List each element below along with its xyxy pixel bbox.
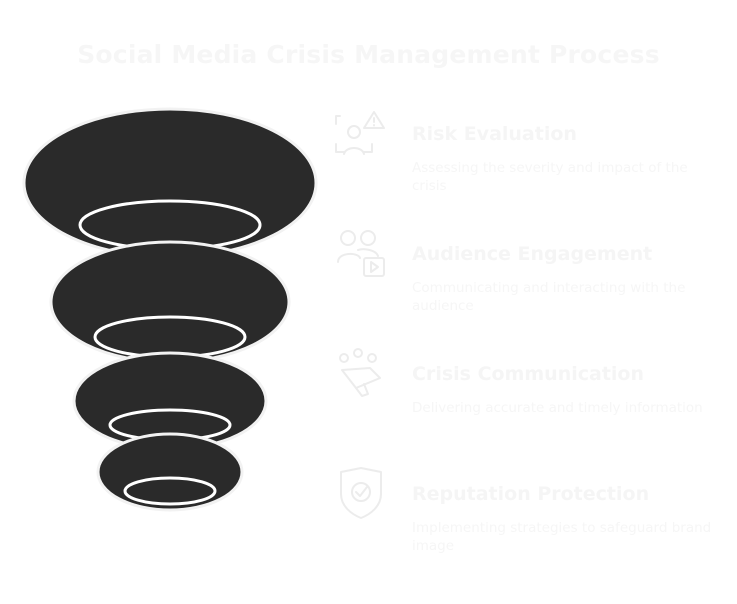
step-1-description: Assessing the severity and impact of the… <box>412 160 688 194</box>
step-1-title: Risk Evaluation <box>412 123 577 145</box>
step-4-description: Implementing strategies to safeguard bra… <box>412 520 712 554</box>
funnel-layer-1 <box>22 107 318 259</box>
diagram-title: Social Media Crisis Management Process <box>77 40 660 69</box>
risk-assessment-icon <box>335 111 385 155</box>
funnel-layer-4 <box>96 432 244 512</box>
step-2-description: Communicating and interacting with the a… <box>412 280 686 314</box>
shield-check-icon <box>340 467 382 519</box>
step-3-description: Delivering accurate and timely informati… <box>412 400 703 416</box>
step-3-title: Crisis Communication <box>412 363 644 385</box>
step-2-title: Audience Engagement <box>412 243 653 265</box>
megaphone-icon <box>339 348 381 397</box>
step-4-title: Reputation Protection <box>412 483 650 505</box>
audience-video-icon <box>337 230 385 277</box>
funnel-layer-2 <box>49 240 291 364</box>
